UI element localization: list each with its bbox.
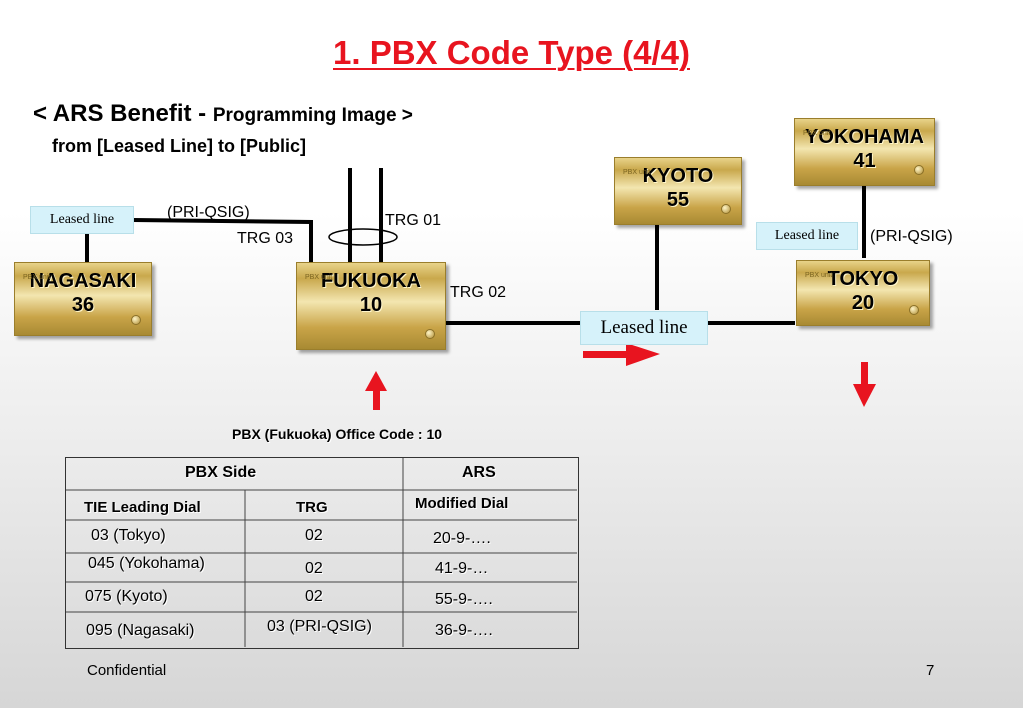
slide-title: 1. PBX Code Type (4/4) — [333, 34, 690, 71]
pbx-name: FUKUOKA — [321, 270, 421, 292]
footer-confidential: Confidential — [87, 662, 167, 679]
pri-qsig-left-label: (PRI-QSIG) — [167, 204, 250, 221]
pbx-code: 10 — [359, 294, 383, 316]
pbx-name: NAGASAKI — [29, 270, 137, 292]
office-code: PBX (Fukuoka) Office Code : 10 — [232, 426, 443, 442]
table-cell: 02 — [305, 527, 323, 544]
led-icon — [425, 329, 435, 339]
pri-qsig-right-label: (PRI-QSIG) — [870, 228, 953, 245]
line-pri-qsig-left — [132, 218, 313, 262]
subtitle-main: < ARS Benefit - — [33, 100, 213, 127]
ars-table — [65, 457, 579, 649]
table-cell: 03 (Tokyo) — [91, 527, 166, 544]
pbx-code: 36 — [71, 294, 95, 316]
leased-line-left: Leased line — [30, 206, 134, 234]
subtitle: < ARS Benefit - Programming Image > — [33, 100, 413, 128]
table-group-pbx: PBX Side — [185, 464, 257, 481]
table-cell: 03 (PRI-QSIG) — [267, 618, 372, 635]
led-icon — [721, 204, 731, 214]
pbx-name: TOKYO — [827, 268, 899, 290]
arrow-right-icon — [583, 343, 660, 366]
leased-line-center: Leased line — [580, 311, 708, 345]
table-cell: 095 (Nagasaki) — [86, 622, 195, 639]
arrow-down-icon — [853, 362, 876, 407]
arrow-up-icon — [365, 371, 387, 410]
pbx-code: 20 — [851, 292, 875, 314]
pbx-kyoto: PBX unit KYOTO 55 — [614, 157, 742, 225]
table-cell: 55-9-…. — [435, 591, 493, 608]
trg03-label: TRG 03 — [237, 230, 294, 247]
table-cell: 045 (Yokohama) — [88, 555, 205, 572]
subtitle-small: Programming Image > — [212, 105, 413, 126]
pbx-name: YOKOHAMA — [805, 126, 924, 148]
pbx-code: 41 — [853, 150, 876, 172]
pbx-tokyo: PBX unit TOKYO 20 — [796, 260, 930, 326]
table-cell: 36-9-…. — [435, 622, 493, 639]
table-cell: 075 (Kyoto) — [85, 588, 168, 605]
table-header: TIE Leading Dial — [84, 499, 201, 516]
table-group-ars: ARS — [462, 464, 496, 481]
table-cell: 02 — [305, 588, 323, 605]
pbx-yokohama: PBX unit YOKOHAMA 41 — [794, 118, 935, 186]
pbx-fukuoka: PBX unit FUKUOKA 10 — [296, 262, 446, 350]
table-cell: 41-9-… — [435, 560, 489, 577]
led-icon — [131, 315, 141, 325]
trg01-label: TRG 01 — [385, 212, 442, 229]
led-icon — [914, 165, 924, 175]
table-header: TRG — [296, 499, 328, 516]
led-icon — [909, 305, 919, 315]
pbx-nagasaki: PBX unit NAGASAKI 36 — [14, 262, 152, 336]
trg02-label: TRG 02 — [450, 284, 507, 301]
table-header: Modified Dial — [415, 495, 509, 512]
pbx-code: 55 — [666, 189, 690, 211]
pbx-name: KYOTO — [642, 165, 714, 187]
trg01-bundle-ellipse — [328, 228, 398, 246]
subtitle-line2: from [Leased Line] to [Public] — [52, 136, 307, 156]
leased-line-right: Leased line — [756, 222, 858, 250]
page-number: 7 — [926, 662, 935, 679]
table-cell: 02 — [305, 560, 323, 577]
table-cell: 20-9-…. — [433, 530, 491, 547]
